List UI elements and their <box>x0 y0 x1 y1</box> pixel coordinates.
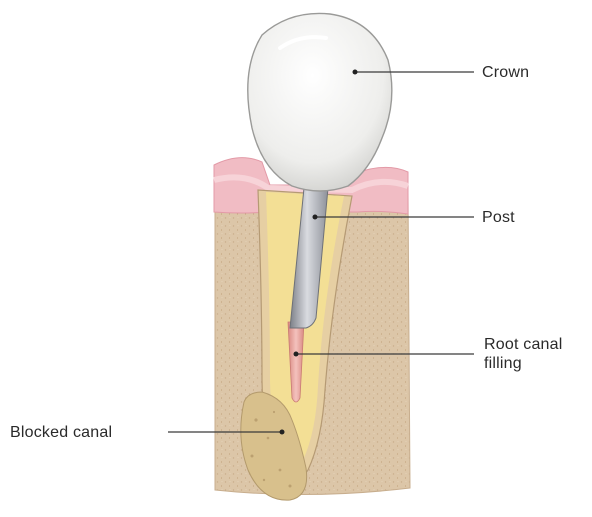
crown-label: Crown <box>482 63 529 82</box>
crown <box>248 13 392 191</box>
root-canal-filling-label: Root canal filling <box>484 335 563 373</box>
root-canal-label-line2: filling <box>484 354 563 373</box>
blocked-canal-label: Blocked canal <box>10 423 112 442</box>
root-canal-label-line1: Root canal <box>484 335 563 354</box>
post-label: Post <box>482 208 515 227</box>
